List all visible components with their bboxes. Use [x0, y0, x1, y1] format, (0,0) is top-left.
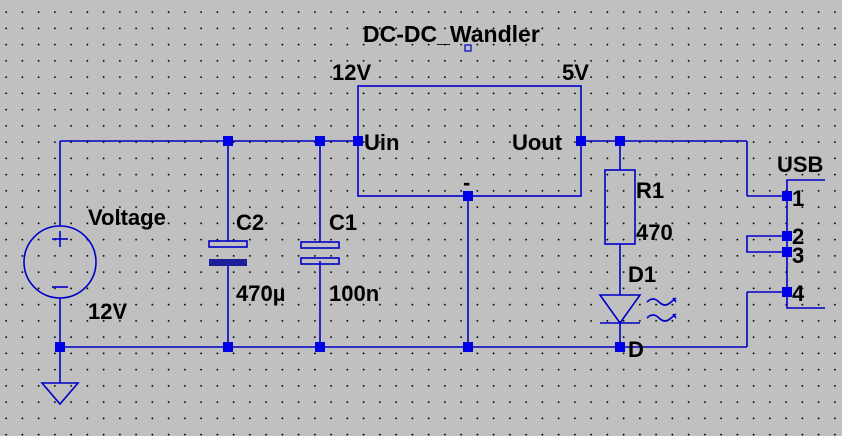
junction: [782, 247, 792, 257]
wire-usb2-usb3-bridge: [746, 235, 787, 253]
r1-value: 470: [636, 220, 673, 245]
led-d1[interactable]: [598, 294, 677, 325]
module-anchor: [464, 44, 472, 52]
usb-name: USB: [777, 152, 823, 177]
junction: [315, 342, 325, 352]
source-name: Voltage: [88, 205, 166, 230]
c1-value: 100n: [329, 281, 379, 306]
junction: [463, 191, 473, 201]
c2-value: 470µ: [236, 281, 285, 306]
led-light-icon: [646, 297, 677, 322]
voltage-source[interactable]: [23, 225, 97, 299]
junction: [463, 342, 473, 352]
usb-body: [786, 179, 825, 309]
junction: [223, 136, 233, 146]
c2-name: C2: [236, 210, 264, 235]
module-pin-gnd-label: -: [463, 170, 470, 195]
capacitor-c2[interactable]: [208, 240, 248, 266]
d1-name: D1: [628, 262, 656, 287]
c1-plate-bottom: [300, 257, 340, 265]
labels: DC-DC_Wandler 12V 5V Uin Uout - Voltage …: [88, 21, 823, 362]
junction: [782, 191, 792, 201]
junctions: [55, 136, 792, 352]
junction: [782, 231, 792, 241]
d1-value: D: [628, 337, 644, 362]
c2-plate-negative: [209, 259, 247, 266]
module-output-voltage: 5V: [562, 60, 589, 85]
source-value: 12V: [88, 299, 127, 324]
module-input-voltage: 12V: [332, 60, 371, 85]
c2-plate-positive: [208, 240, 248, 248]
resistor-r1[interactable]: [604, 169, 636, 245]
voltage-source-body: [23, 225, 97, 299]
junction: [576, 136, 586, 146]
capacitor-c1[interactable]: [300, 241, 340, 265]
junction: [353, 136, 363, 146]
usb-pin-3: 3: [792, 243, 804, 268]
junction: [315, 136, 325, 146]
wires: [59, 140, 787, 383]
usb-pin-2: 2: [792, 224, 804, 249]
junction: [55, 342, 65, 352]
junction: [223, 342, 233, 352]
junction: [615, 342, 625, 352]
junction: [782, 287, 792, 297]
junction: [615, 136, 625, 146]
c1-name: C1: [329, 210, 357, 235]
usb-pin-4: 4: [792, 281, 805, 306]
module-pin-in-label: Uin: [364, 130, 399, 155]
usb-connector[interactable]: [786, 179, 825, 309]
module-pin-out-label: Uout: [512, 130, 563, 155]
c1-plate-top: [300, 241, 340, 249]
led-triangle: [598, 294, 642, 325]
module-title: DC-DC_Wandler: [363, 21, 540, 47]
usb-pin-1: 1: [792, 186, 804, 211]
ground-icon: [40, 382, 80, 406]
r1-name: R1: [636, 178, 664, 203]
